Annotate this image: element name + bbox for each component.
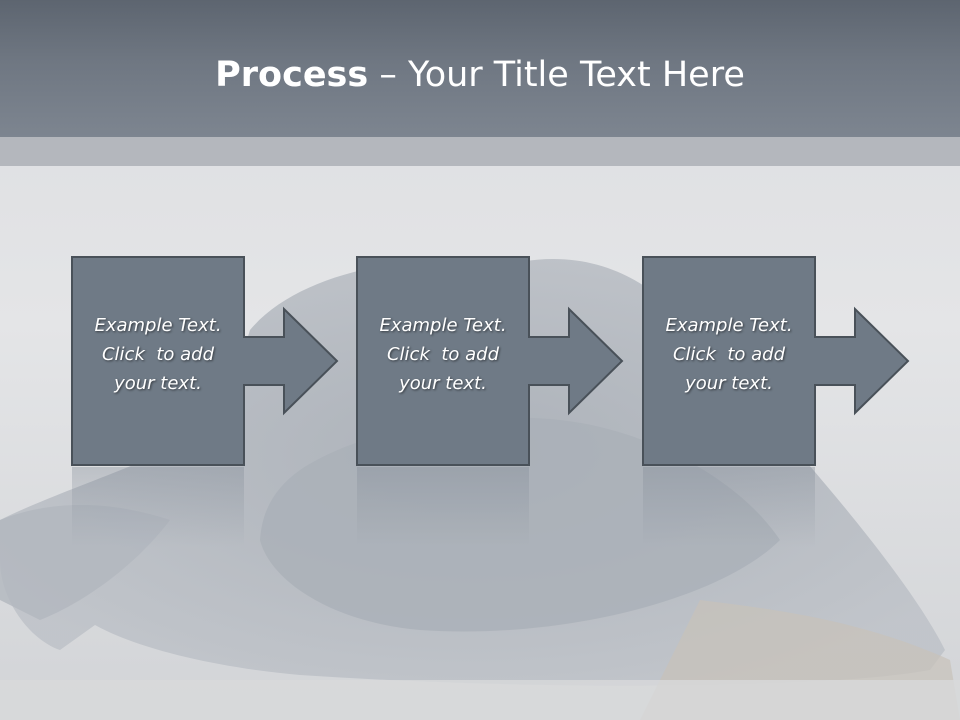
title-bold: Process [215,55,369,95]
slide-title[interactable]: Process – Your Title Text Here [0,52,960,98]
step-2-line-3: your text. [399,373,487,394]
step-1-line-2: Click to add [101,344,214,365]
step-1-line-1: Example Text. [94,315,222,336]
step-3-shape[interactable] [642,256,910,466]
step-3-line-2: Click to add [672,344,785,365]
title-bar [0,0,960,137]
step-2-shape[interactable] [356,256,624,466]
step-2-line-2: Click to add [386,344,499,365]
title-accent-band [0,137,960,166]
step-2-reflection [357,467,529,547]
step-3-line-1: Example Text. [665,315,793,336]
step-1-reflection [72,467,244,547]
step-3-reflection [643,467,815,547]
step-2-line-1: Example Text. [379,315,507,336]
step-2-text[interactable]: Example Text. Click to add your text. [357,311,529,398]
step-1-shape[interactable] [71,256,339,466]
step-1-text[interactable]: Example Text. Click to add your text. [72,311,244,398]
step-3-line-3: your text. [685,373,773,394]
step-1-line-3: your text. [114,373,202,394]
title-text: – Your Title Text Here [368,55,745,95]
step-3-text[interactable]: Example Text. Click to add your text. [643,311,815,398]
